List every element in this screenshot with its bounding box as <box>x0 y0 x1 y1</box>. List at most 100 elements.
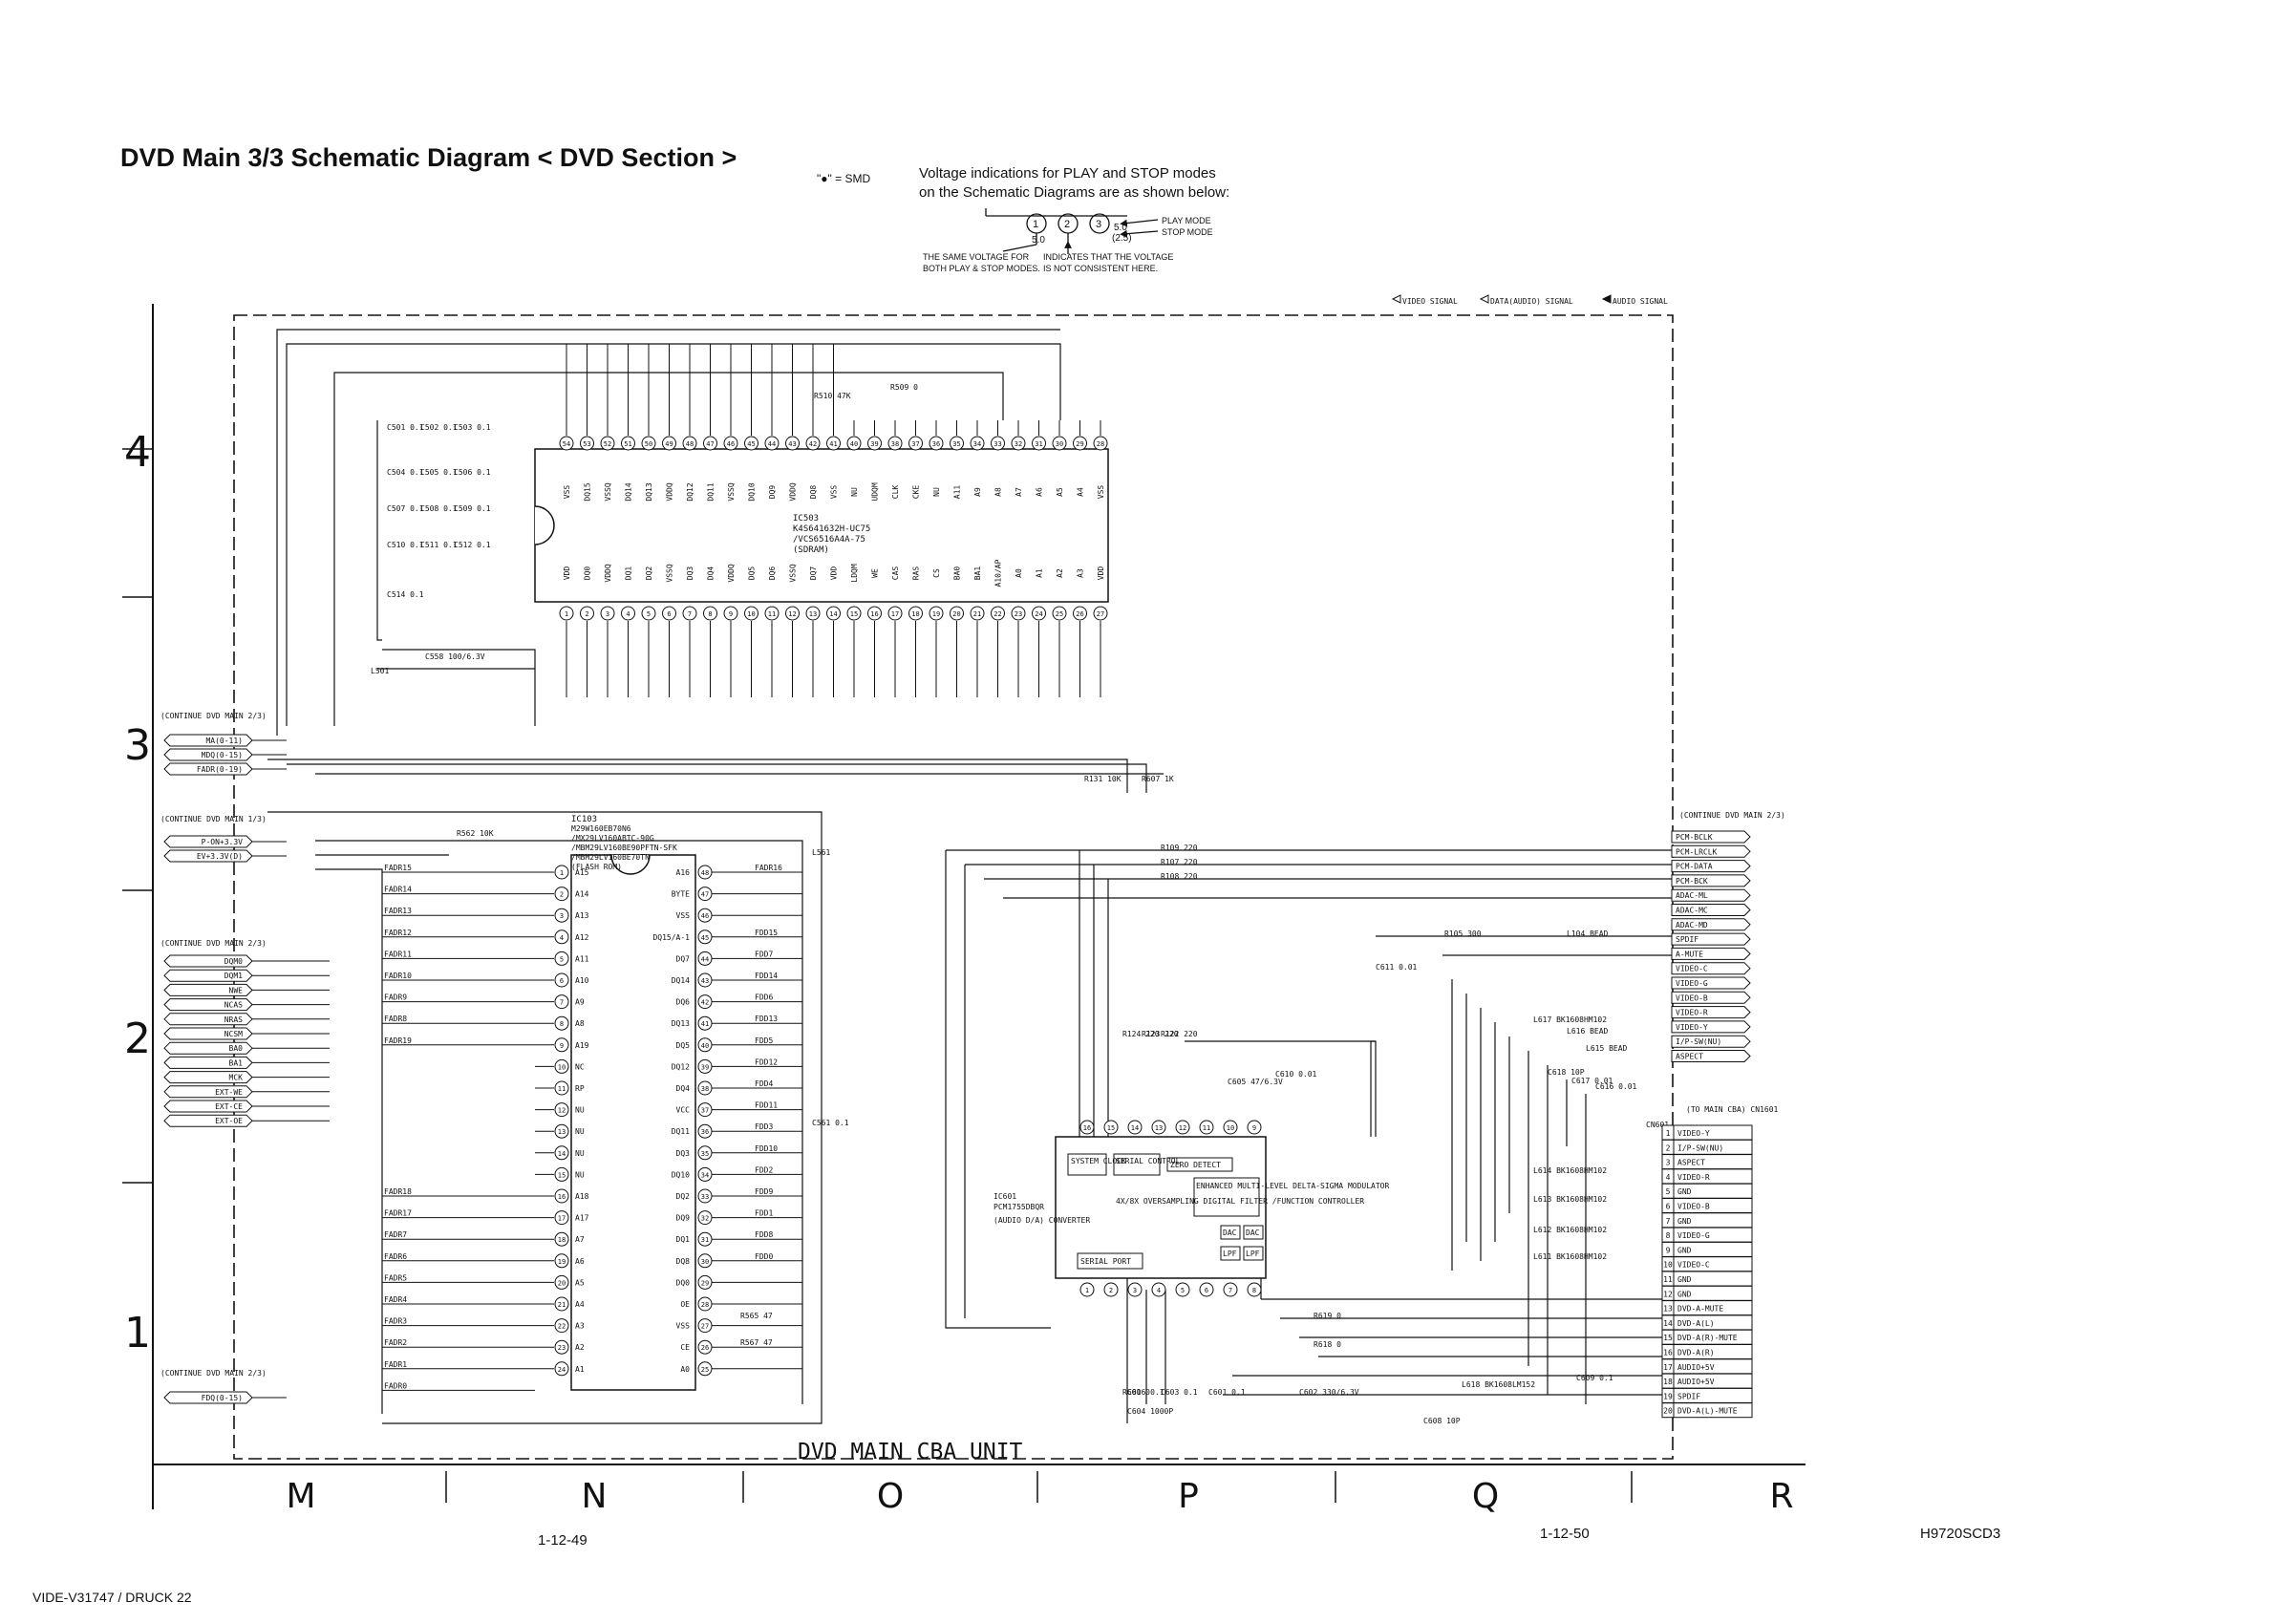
ic503-top-pin-circle <box>764 436 780 451</box>
cn601-pin-number: 1 <box>1666 1129 1671 1138</box>
cn601-pin-name: ASPECT <box>1677 1159 1705 1167</box>
same-voltage-1: THE SAME VOLTAGE FOR <box>923 252 1030 262</box>
component-label: R510 47K <box>814 392 851 400</box>
ic503-ref: IC503 <box>793 514 819 524</box>
ic503-bottom-pin-circle <box>703 606 717 621</box>
ic503-bottom-pin-circle <box>1011 606 1026 621</box>
ic601-block-lpf1: LPF <box>1223 1250 1237 1258</box>
right-connector-port <box>1671 962 1751 975</box>
ic503-bottom-pin-number: 15 <box>850 610 858 618</box>
right-connector-title: (CONTINUE DVD MAIN 2/3) <box>1679 811 1785 820</box>
page-number-right: 1-12-50 <box>1540 1526 1590 1542</box>
ic601-top-pin-circle <box>1103 1120 1119 1135</box>
ic103-left-net-label: FADR0 <box>384 1381 407 1390</box>
ic601-top-pin-number: 11 <box>1203 1124 1210 1132</box>
ic503-top-pin-circle <box>805 436 821 451</box>
ic503-top-pin-name: DQ13 <box>645 482 653 501</box>
ic503-bottom-pin-number: 2 <box>585 610 588 618</box>
ic103-type: (FLASH ROM) <box>571 863 622 871</box>
component-label: R601 0 <box>1122 1388 1150 1397</box>
ic103-left-pin-number: 8 <box>560 1020 564 1028</box>
component-label: R122 220 <box>1161 1030 1198 1038</box>
ic103-right-pin-name: DQ13 <box>672 1019 690 1028</box>
row-label-3: 3 <box>124 721 151 770</box>
ic103-left-pin-name: A12 <box>575 933 589 942</box>
ic103-left-net-label: FADR10 <box>384 972 412 980</box>
inconsistent-2: IS NOT CONSISTENT HERE. <box>1043 264 1158 273</box>
ic503-top-pin-number: 47 <box>706 440 714 448</box>
ic103-left-net-label: FADR1 <box>384 1360 407 1369</box>
ic503-bottom-pin-circle <box>805 606 821 621</box>
ic103-left-pin-circle <box>554 1361 569 1377</box>
right-connector-signal: VIDEO-Y <box>1676 1023 1708 1032</box>
ic503-top-pin-name: VSSQ <box>604 482 612 501</box>
right-connector-signal: SPDIF <box>1676 935 1698 944</box>
ic503-top-pin-number: 35 <box>952 440 960 448</box>
ic503-top-pin-number: 50 <box>645 440 652 448</box>
cn601-pin-name: DVD-A(R) <box>1677 1349 1715 1357</box>
component-label: C509 0.1 <box>454 504 491 513</box>
ic503-bottom-pin-circle <box>1073 606 1087 621</box>
cn601-pin-name: DVD-A(R)-MUTE <box>1677 1334 1738 1342</box>
ic103-right-pin-number: 44 <box>701 955 709 963</box>
ic503-bottom-pin-circle <box>970 606 985 621</box>
ic103-right-net-label: FDD15 <box>755 929 778 937</box>
ic601-part: PCM1755DBQR <box>993 1203 1044 1211</box>
ic103-right-pin-name: VCC <box>676 1106 691 1115</box>
pin-c-stop: (2.5) <box>1112 233 1132 244</box>
ic503-top-pin-name: CLK <box>891 485 900 500</box>
ic103-left-pin-number: 11 <box>558 1085 566 1093</box>
ic103-right-net-label: FDD11 <box>755 1101 778 1110</box>
row-label-2: 2 <box>124 1015 151 1063</box>
audio-signal-arrow-icon <box>1601 294 1612 304</box>
ic503-top-pin-name: A6 <box>1036 487 1044 497</box>
ic103-left-pin-name: A7 <box>575 1235 585 1244</box>
ic503-top-pin-circle <box>867 436 882 451</box>
ic103-left-pin-circle <box>554 1296 569 1312</box>
cn601-pin-number: 5 <box>1666 1187 1671 1196</box>
stop-mode-label: STOP MODE <box>1162 227 1213 237</box>
ic503-top-pin-circle <box>785 436 800 451</box>
ic103-right-net-label: FDD2 <box>755 1165 773 1174</box>
ic503-top-pin-number: 43 <box>788 440 796 448</box>
ic601-block-lpf2: LPF <box>1246 1250 1260 1258</box>
ic103-left-pin-number: 10 <box>558 1063 566 1071</box>
pin-circle-3 <box>1089 213 1110 234</box>
ic503-top-pin-number: 37 <box>911 440 919 448</box>
ic103-right-pin-number: 36 <box>701 1128 709 1136</box>
component-label: L613 BK1608HM102 <box>1533 1195 1607 1204</box>
component-label: C511 0.1 <box>420 541 458 549</box>
ic503-bottom-pin-circle <box>908 606 923 621</box>
legend-video: VIDEO SIGNAL <box>1402 297 1458 306</box>
col-label-o: O <box>877 1477 904 1516</box>
ic103-left-pin-circle <box>554 1123 569 1139</box>
ic503-bottom-pin-number: 4 <box>626 610 630 618</box>
ic503-top-pin-number: 36 <box>932 440 940 448</box>
ic103-right-pin-name: DQ15/A-1 <box>652 933 690 942</box>
cn601-pin-name: AUDIO+5V <box>1677 1363 1715 1372</box>
component-label: L612 BK1608HM102 <box>1533 1226 1607 1234</box>
ic601-block-serport: SERIAL PORT <box>1080 1257 1131 1266</box>
ic103-left-pin-name: A9 <box>575 998 585 1007</box>
right-connector-port <box>1671 1006 1751 1019</box>
component-label: C561 0.1 <box>812 1119 849 1127</box>
cn601-pin-name: GND <box>1677 1290 1692 1298</box>
ic503-bottom-pin-circle <box>1052 606 1067 621</box>
right-connector-port <box>1671 918 1751 931</box>
ic503-bottom-pin-name: LDQM <box>850 564 859 582</box>
ic503-part-2: /VCS6516A4A-75 <box>793 535 865 545</box>
ic601-top-pin-circle <box>1199 1120 1214 1135</box>
ic503-bottom-pin-name: DQ6 <box>768 566 777 581</box>
component-label: C504 0.1 <box>387 468 424 477</box>
ic601-top-pin-number: 14 <box>1131 1124 1139 1132</box>
ic103-right-pin-number: 46 <box>701 912 709 920</box>
ic503-bottom-pin-circle <box>559 606 574 621</box>
ic103-left-pin-number: 19 <box>558 1258 566 1266</box>
ic601-top-pin-circle <box>1127 1120 1143 1135</box>
ic503-top-pin-number: 33 <box>993 440 1001 448</box>
ic103-left-pin-name: NC <box>575 1062 585 1071</box>
ic103-right-pin-name: A16 <box>676 868 691 877</box>
ic103-right-pin-name: DQ2 <box>676 1192 691 1201</box>
ic503-bottom-pin-circle <box>580 606 594 621</box>
right-connector-port <box>1671 1035 1751 1048</box>
